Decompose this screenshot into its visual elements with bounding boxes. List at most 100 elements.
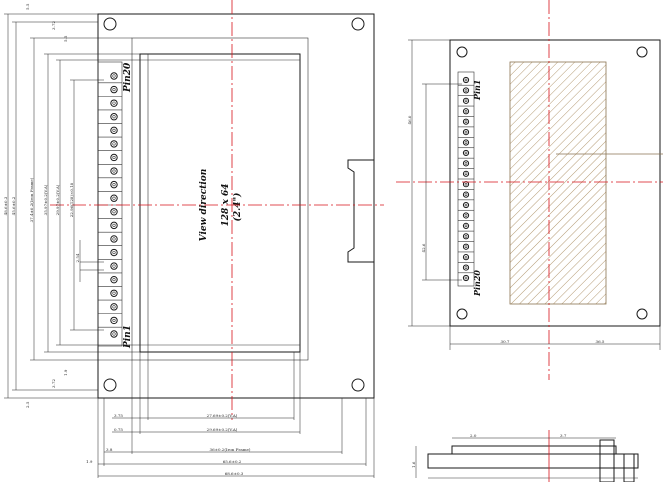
side-bracket bbox=[623, 453, 635, 482]
pin-hole bbox=[112, 278, 116, 282]
pin-pad bbox=[110, 248, 118, 257]
pin-hole bbox=[112, 155, 116, 160]
pin-hole bbox=[112, 237, 116, 241]
dim-aa-text: 29.97±0.2(V.A) bbox=[55, 184, 60, 215]
pin-pad bbox=[110, 221, 118, 230]
pin-pad bbox=[110, 153, 118, 162]
pin-header bbox=[97, 61, 123, 347]
pin-hole bbox=[112, 74, 116, 78]
pin-pad bbox=[462, 97, 470, 104]
pin-pad bbox=[462, 233, 470, 240]
dim-pitch-text: 2.54 bbox=[75, 253, 80, 262]
pin-pad bbox=[110, 85, 118, 94]
pin-hole bbox=[464, 245, 468, 249]
pin-pad bbox=[110, 235, 118, 243]
back-dim-h1: 30.7 bbox=[501, 339, 510, 344]
pin-hole bbox=[112, 332, 116, 336]
side-dim-c: 1.6 bbox=[411, 461, 416, 468]
size-label: (2.4") bbox=[232, 193, 243, 222]
pin-hole bbox=[464, 182, 468, 186]
pin-pad bbox=[462, 160, 470, 167]
pin-hole bbox=[464, 214, 468, 217]
pin-hole bbox=[464, 172, 468, 176]
pin-hole bbox=[464, 276, 468, 280]
pin-pad bbox=[462, 139, 470, 146]
pin-hole bbox=[464, 266, 468, 269]
mount-hole bbox=[351, 378, 365, 392]
pcb-outline bbox=[449, 39, 661, 327]
pin-hole bbox=[112, 250, 116, 255]
mount-hole bbox=[351, 17, 365, 31]
side-view: 2.0 3.7 1.6 bbox=[411, 430, 639, 482]
pin-hole bbox=[112, 223, 116, 227]
dim-pixel-text: 22.96(128)×0.18 bbox=[69, 182, 74, 217]
side-glass bbox=[451, 445, 617, 455]
back-view: Pin1 Pin20 46.0 42.6 30.7 36.5 bbox=[396, 0, 663, 380]
pin-hole bbox=[464, 78, 468, 82]
pin-pad bbox=[462, 212, 470, 219]
pin-hole bbox=[464, 109, 468, 113]
bottom-dimensions: 27.69±0.2(V.A) 29.69±0.2(V.A) 36±0.2(Iro… bbox=[86, 352, 375, 478]
back-pin20-label: Pin20 bbox=[472, 270, 482, 297]
dim-pcb-text: 45.6±0.2 bbox=[11, 196, 16, 215]
pin-hole bbox=[112, 169, 116, 173]
side-dim-b: 3.7 bbox=[560, 433, 567, 438]
pin-pad bbox=[462, 87, 470, 94]
pin-pad bbox=[110, 262, 118, 270]
viewing-area bbox=[139, 53, 301, 353]
pin-pad bbox=[462, 274, 470, 282]
pin-pad bbox=[462, 254, 470, 261]
mount-hole bbox=[103, 17, 117, 31]
dim-frame-text: 36±0.2(Iron Frame) bbox=[210, 447, 251, 452]
pin-pad bbox=[110, 208, 118, 216]
dim-top-1: 5.5 bbox=[25, 3, 30, 10]
dim-top-2: 3.72 bbox=[51, 21, 56, 30]
pin-pad bbox=[110, 140, 118, 148]
pin-hole bbox=[112, 87, 116, 92]
back-dim-v2: 42.6 bbox=[421, 243, 426, 252]
pin-hole bbox=[464, 255, 468, 259]
pin-pad bbox=[110, 72, 118, 80]
pin-hole bbox=[464, 89, 468, 92]
pin-pad bbox=[110, 289, 118, 297]
pin-pad bbox=[462, 264, 470, 271]
pin-hole bbox=[112, 101, 116, 105]
dim-small-2: 0.75 bbox=[114, 427, 123, 432]
dim-outline-text: 68.6±0.3 bbox=[225, 471, 244, 476]
pin-pad bbox=[462, 201, 470, 209]
pin-hole bbox=[112, 128, 116, 132]
pin-hole bbox=[112, 264, 116, 268]
back-pin-row bbox=[458, 76, 474, 282]
dim-outline-text: 48.6±0.3 bbox=[3, 196, 8, 215]
back-dim-h2: 36.5 bbox=[596, 339, 605, 344]
pin-pad bbox=[110, 275, 118, 284]
pin-pad bbox=[110, 99, 118, 107]
pin-pad bbox=[110, 167, 118, 175]
pin-pad bbox=[462, 170, 470, 177]
pin-hole bbox=[464, 141, 468, 144]
pin-hole bbox=[112, 305, 116, 309]
dim-aa-text: 27.69±0.2(V.A) bbox=[207, 413, 238, 418]
dim-va-text: 29.69±0.2(V.A) bbox=[207, 427, 238, 432]
mount-hole bbox=[456, 46, 468, 58]
dim-small-1: 3.75 bbox=[114, 413, 123, 418]
back-dim-v1: 46.0 bbox=[407, 115, 412, 124]
pin-hole bbox=[464, 224, 468, 228]
side-dim-a: 2.0 bbox=[470, 433, 477, 438]
dim-bot-2: 1.9 bbox=[63, 369, 68, 376]
mount-hole bbox=[636, 308, 648, 320]
dim-va-text: 35.97±0.2(V.A) bbox=[43, 184, 48, 215]
pin-hole bbox=[464, 162, 468, 165]
pin-pad bbox=[462, 129, 470, 136]
component-area bbox=[509, 61, 607, 305]
pin-pad bbox=[110, 303, 118, 311]
pin-pad bbox=[462, 149, 470, 157]
dim-small-4: 1.9 bbox=[86, 459, 93, 464]
pin-hole bbox=[112, 115, 116, 119]
side-pcb bbox=[427, 453, 639, 469]
dim-top-3: 5.5 bbox=[63, 35, 68, 42]
pin-hole bbox=[464, 234, 468, 238]
dim-bot-3: 2.5 bbox=[25, 401, 30, 408]
mount-hole bbox=[636, 46, 648, 58]
pin-pad bbox=[462, 118, 470, 125]
